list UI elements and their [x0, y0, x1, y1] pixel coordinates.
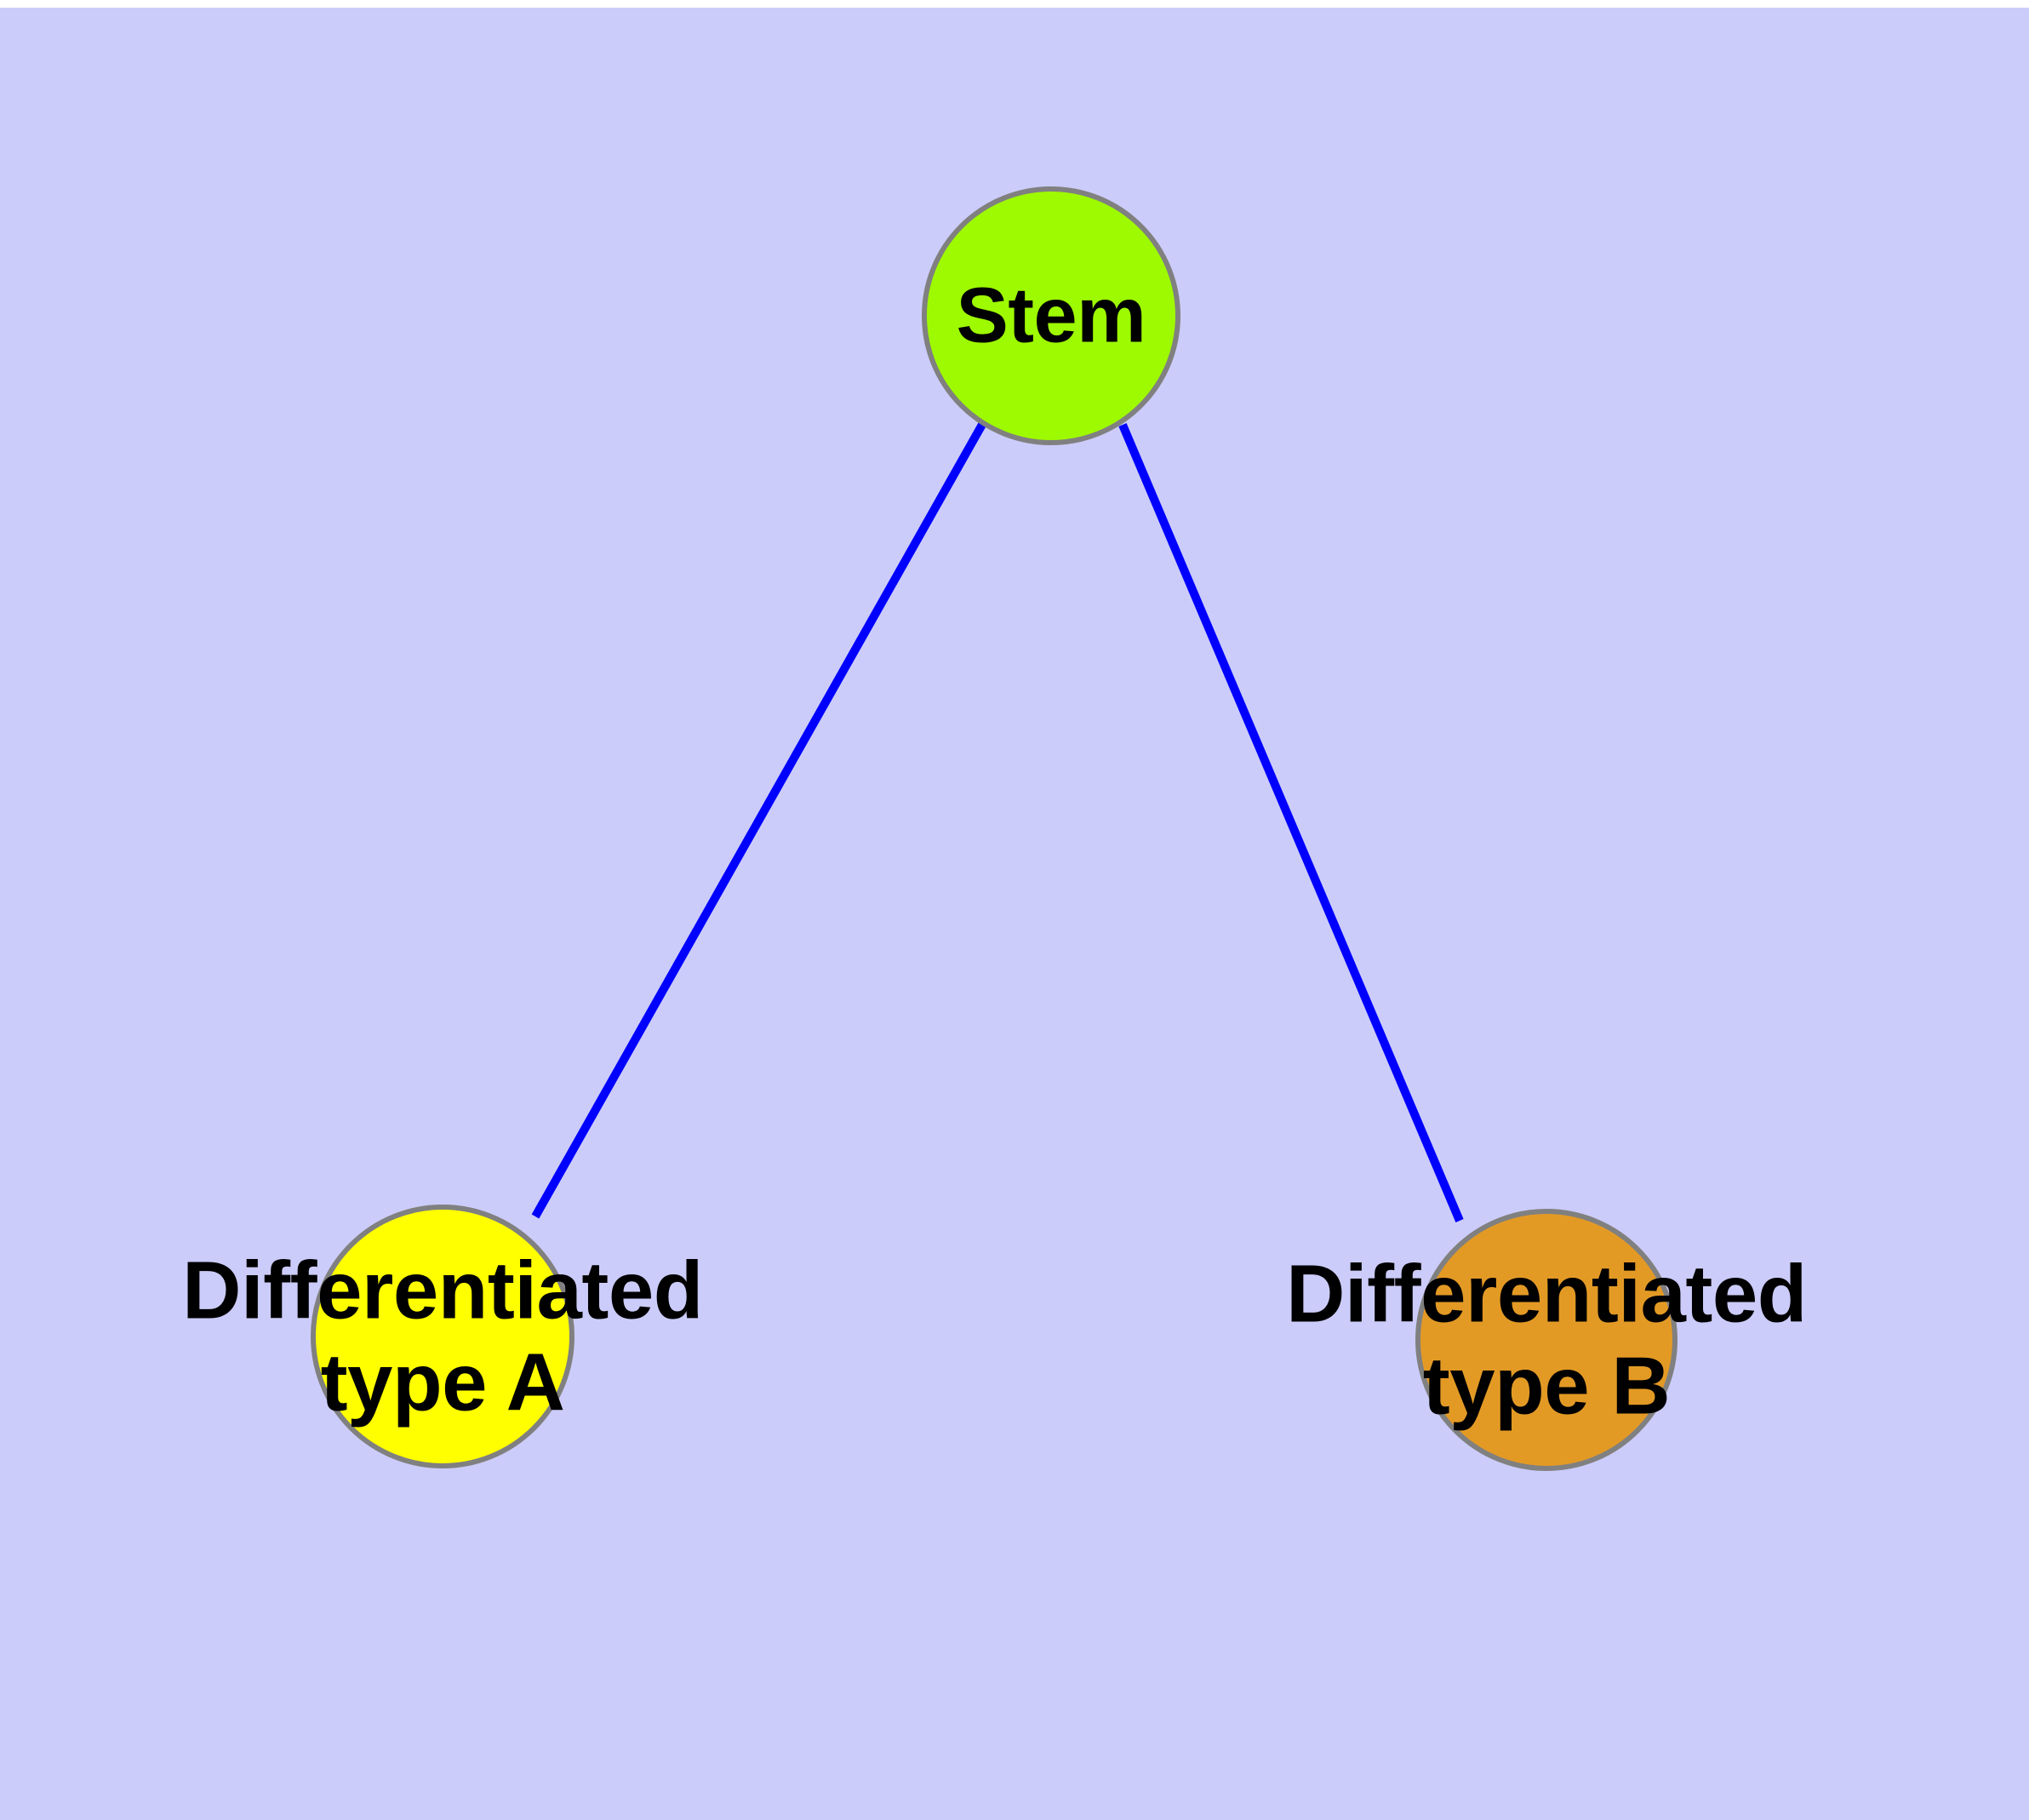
node-differentiated-type-b[interactable]	[1415, 1209, 1677, 1471]
edge-stem-to-differentiated-type-a	[531, 421, 987, 1219]
node-stem[interactable]	[922, 186, 1180, 445]
edge-stem-to-differentiated-type-b	[1118, 423, 1464, 1222]
node-differentiated-type-a[interactable]	[311, 1205, 574, 1468]
edges-group	[531, 421, 1464, 1222]
nodes-group	[311, 186, 1677, 1471]
